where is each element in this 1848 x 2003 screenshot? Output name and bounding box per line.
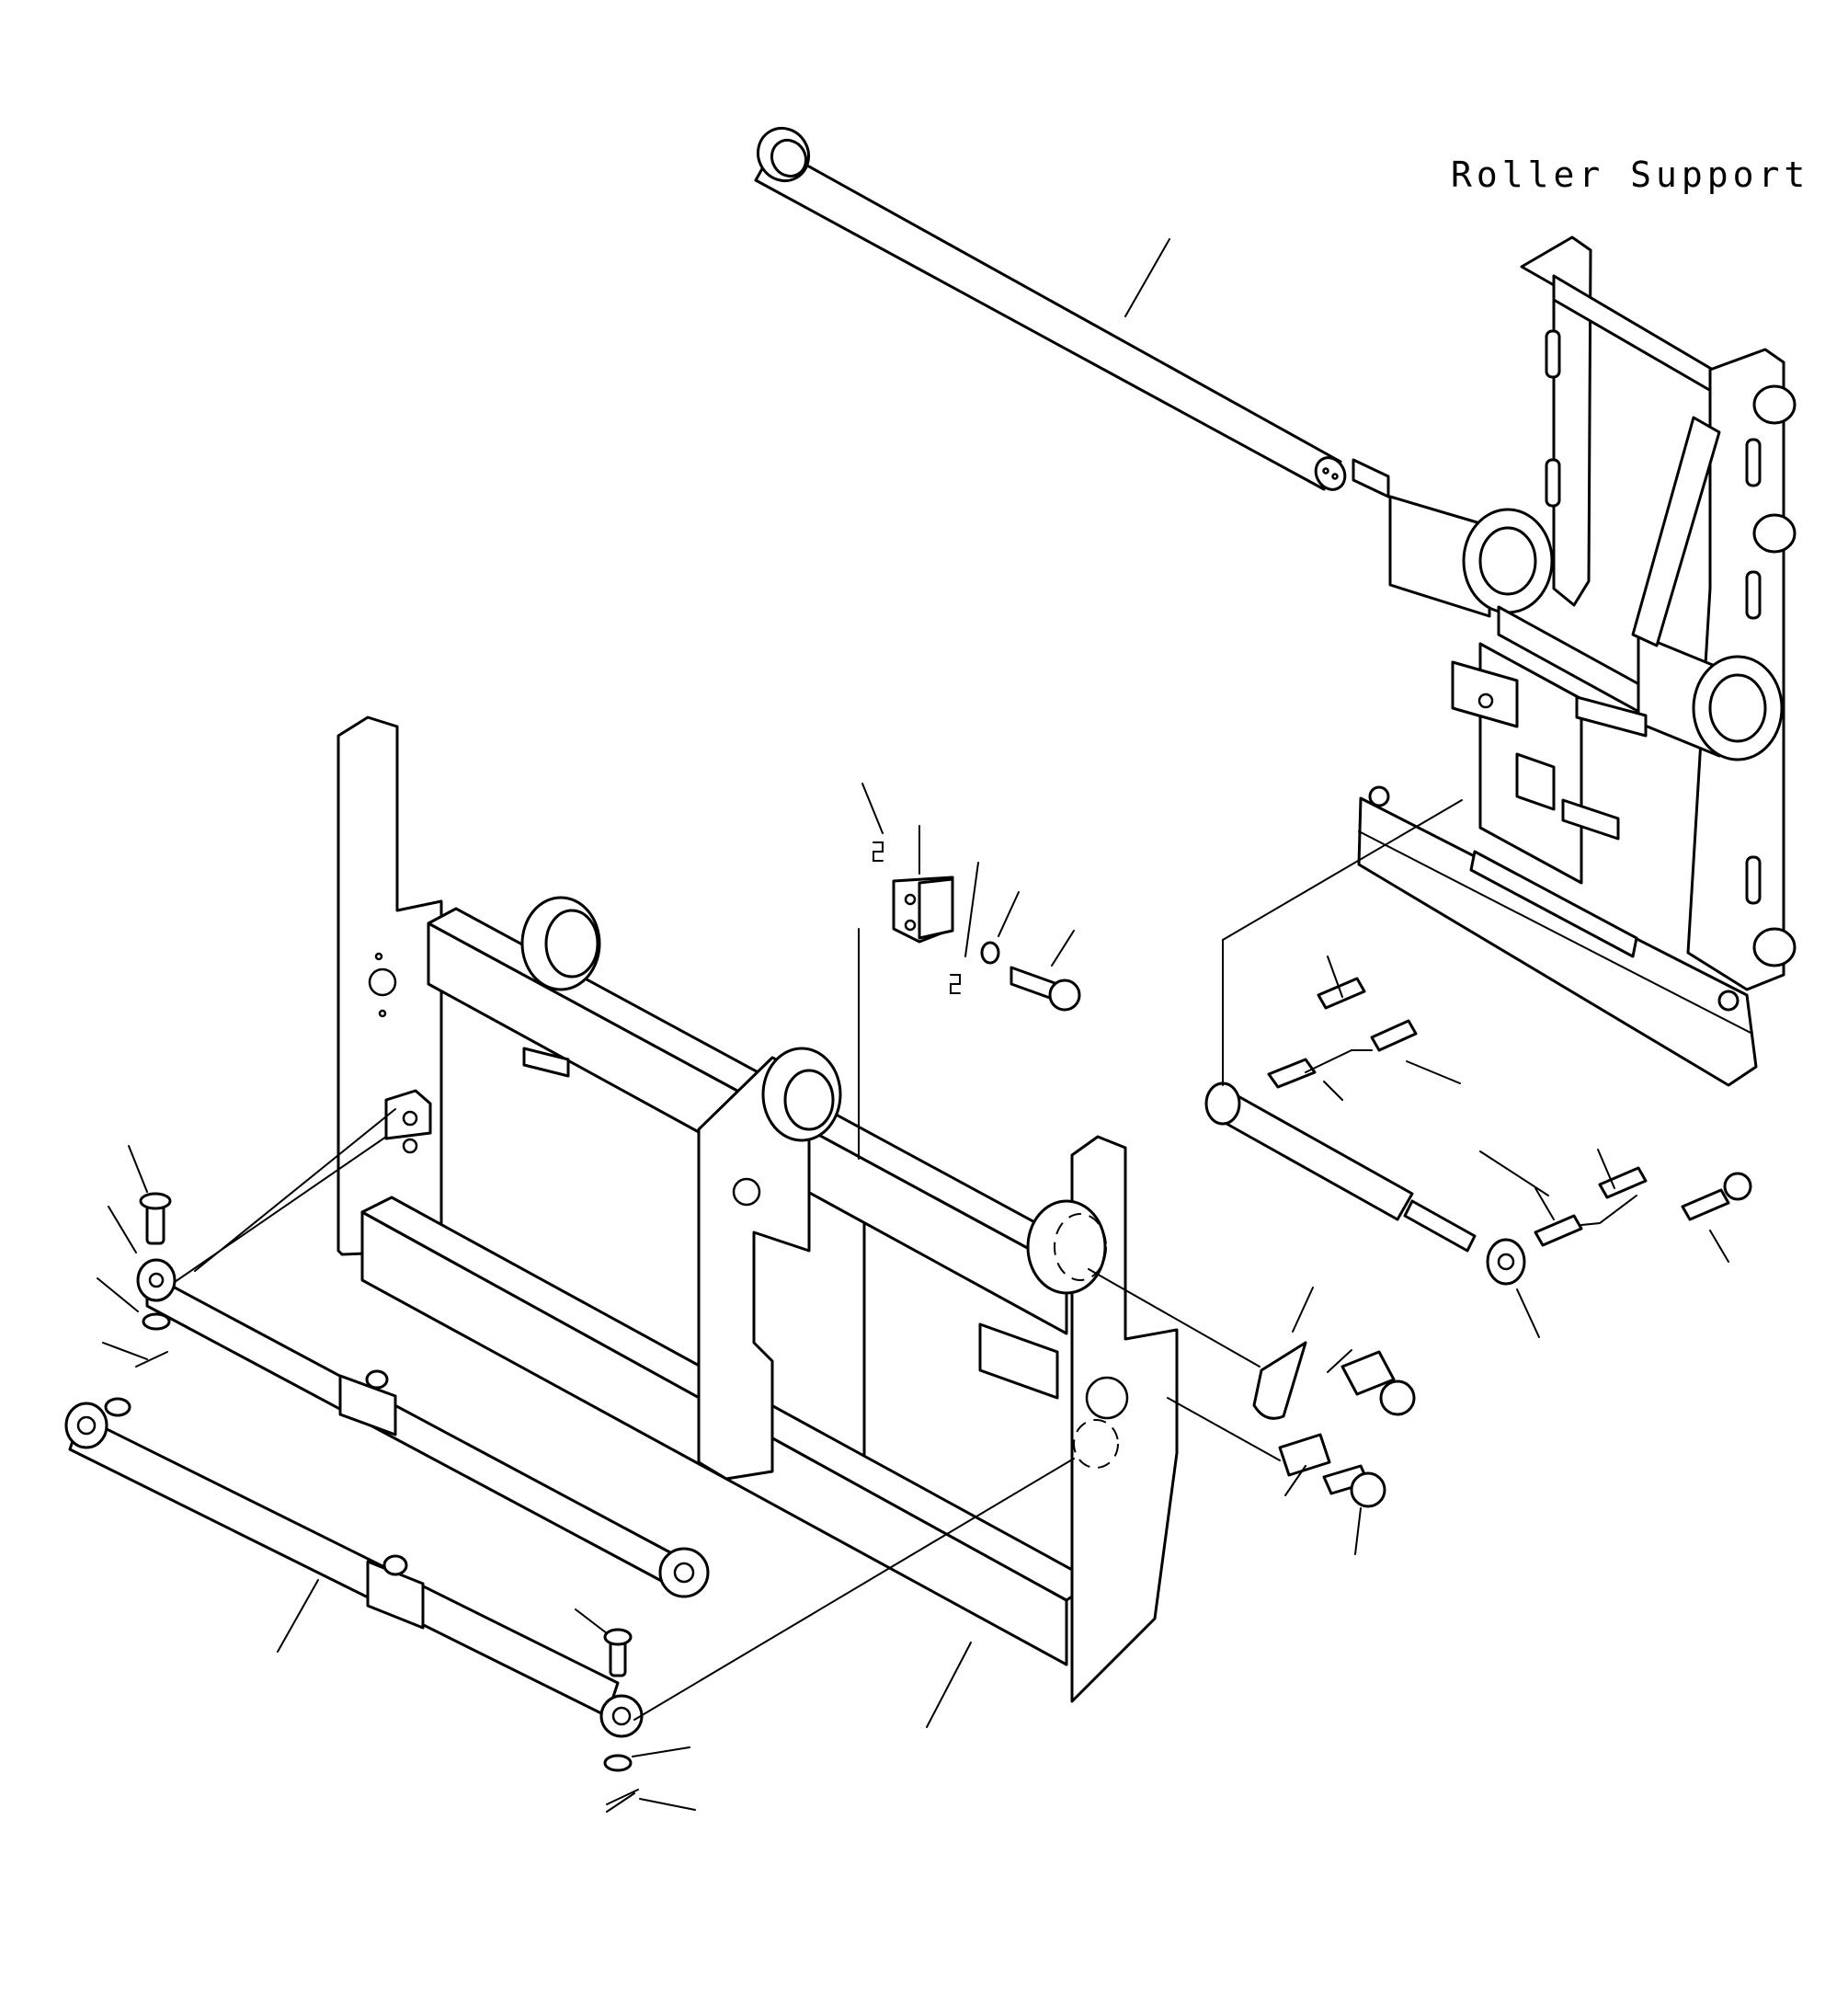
upper-tilt-cylinder (135, 1192, 710, 1598)
cover-plate (1252, 1341, 1416, 1420)
main-frame (337, 715, 1179, 1703)
hydraulic-cylinder (1204, 977, 1752, 1286)
roller-shaft (754, 126, 1347, 491)
diagram-title: Roller Support (1451, 155, 1810, 195)
leader-lines (97, 238, 1729, 1813)
carriage-frame (1352, 235, 1797, 1087)
lower-tilt-cylinder (64, 1397, 644, 1805)
name-plate (1278, 1433, 1386, 1508)
side-shift-bracket (873, 841, 1081, 1012)
